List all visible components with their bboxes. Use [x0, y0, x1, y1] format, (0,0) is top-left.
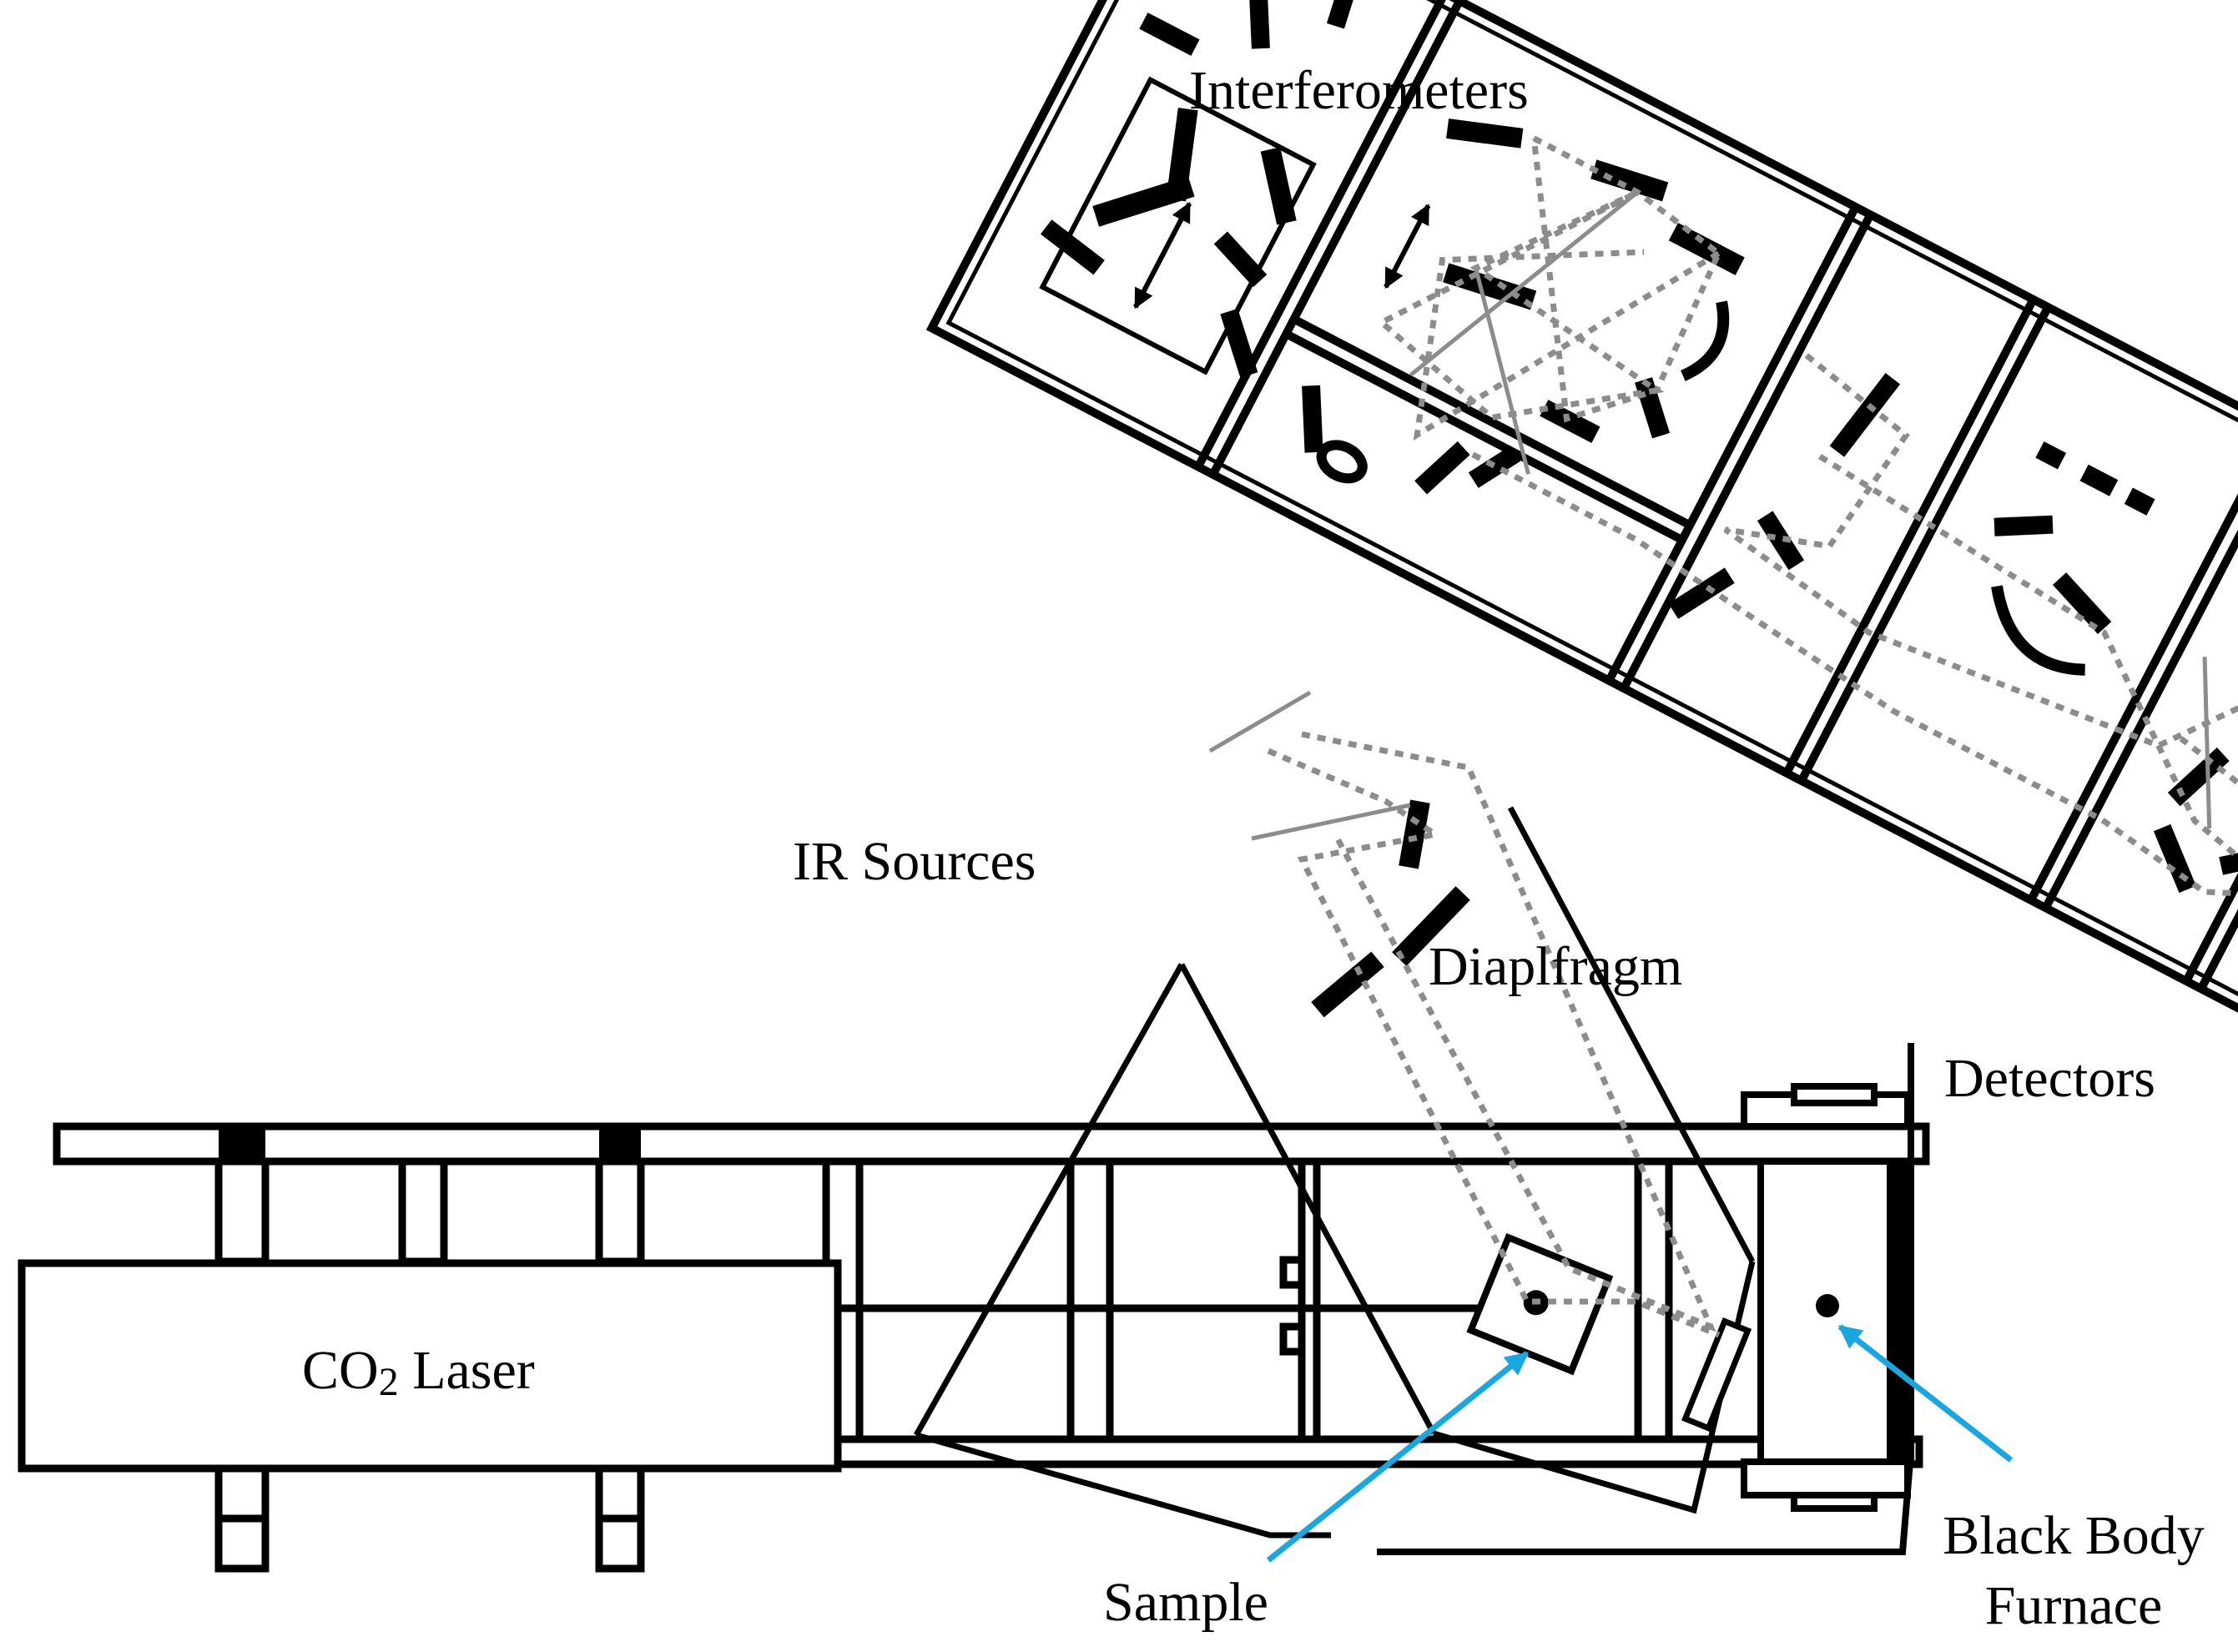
bench-top-rail	[53, 1122, 1930, 1166]
diaphragm-label: Diaplfragm	[1429, 936, 1683, 997]
ir-sources-label: IR Sources	[793, 831, 1036, 892]
co2-laser-label: CO2 Laser	[302, 1340, 535, 1404]
black-body-label-line2: Furnace	[1984, 1575, 2163, 1636]
black-body-furnace	[1741, 1083, 1914, 1512]
sample-mirror	[1681, 1317, 1752, 1433]
black-body-label-line1: Black Body	[1943, 1505, 2205, 1566]
beam-cone	[913, 806, 1756, 1539]
diaphragm-plates	[1311, 799, 1470, 1018]
pointer-arrows	[1266, 1324, 2014, 1563]
co2-laser-body	[18, 1259, 842, 1473]
detectors-label: Detectors	[1944, 1048, 2155, 1109]
interferometers-label: Interferometers	[1189, 60, 1529, 121]
furnace-pointer-arrow	[1837, 1324, 2014, 1463]
furnace-cable	[1377, 1043, 1914, 1555]
beam-to-sample	[1267, 731, 1721, 1338]
optics-housing	[925, 0, 2238, 1055]
sample-pointer-arrow	[1266, 1351, 1530, 1563]
furnace-aperture	[1816, 1294, 1839, 1317]
sample-label: Sample	[1103, 1572, 1268, 1633]
bench-post-caps	[219, 1126, 641, 1161]
